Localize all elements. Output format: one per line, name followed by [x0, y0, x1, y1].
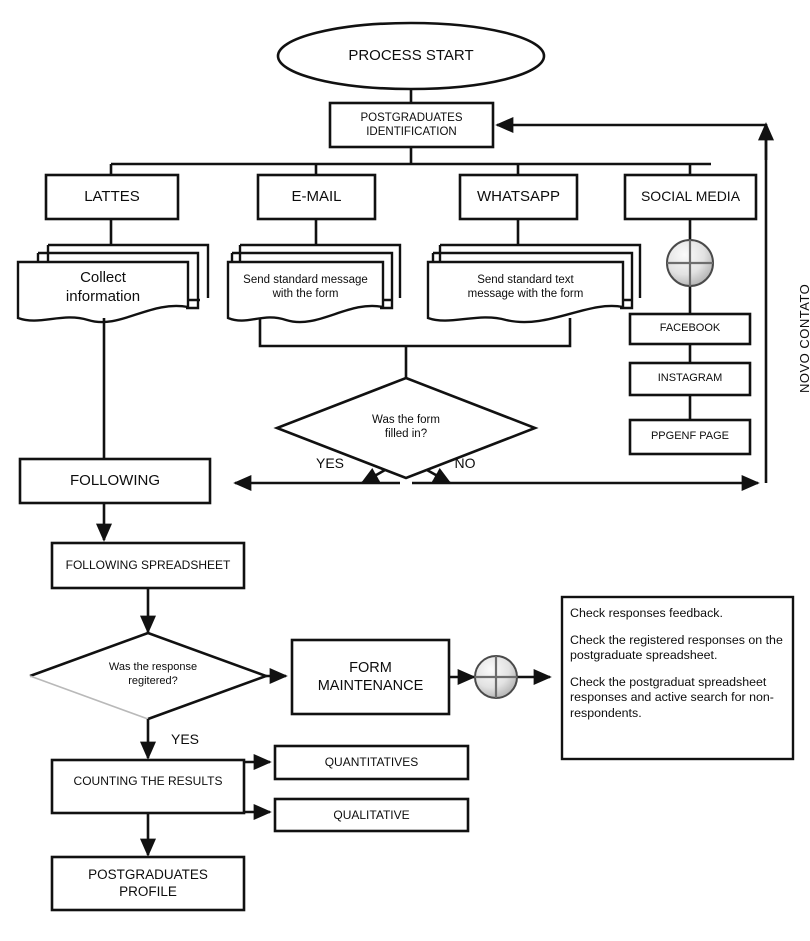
counting-results-shape: [50, 758, 246, 815]
email-shape: [256, 173, 377, 221]
connector-ball-social: [666, 239, 714, 287]
form-maintenance-shape: [290, 638, 451, 716]
quantitatives-shape: [273, 744, 470, 781]
novo-contato-label: NOVO CONTATO: [797, 283, 810, 393]
following-spreadsheet-shape: [50, 541, 246, 590]
ppgenf-shape: [628, 418, 752, 456]
decision-form-shape: [273, 376, 539, 480]
qualitative-shape: [273, 797, 470, 833]
social-media-shape: [623, 173, 758, 221]
facebook-shape: [628, 312, 752, 346]
lattes-shape: [44, 173, 180, 221]
instagram-shape: [628, 361, 752, 397]
connector-ball-maintenance: [474, 655, 518, 699]
postgraduates-profile-shape: [50, 855, 246, 912]
whatsapp-shape: [458, 173, 579, 221]
postgraduates-identification-shape: [328, 101, 495, 149]
note-shape: [560, 595, 795, 761]
following-shape: [18, 457, 212, 505]
process-start-shape: [276, 21, 546, 91]
